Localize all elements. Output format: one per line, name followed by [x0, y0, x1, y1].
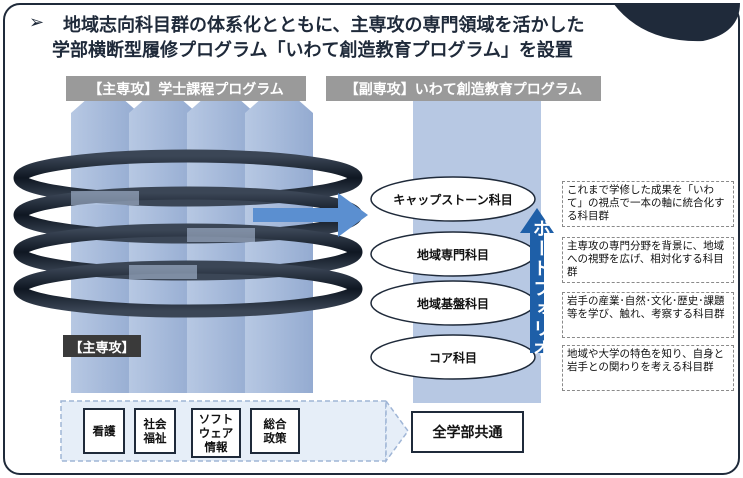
corner-arc-decoration — [613, 3, 740, 42]
portfolio-label: ポートフォリオ — [530, 219, 551, 359]
department-nursing: 看護 — [83, 408, 125, 454]
title-bullet: ➢ — [29, 12, 45, 33]
title-line-1: 地域志向科目群の体系化とともに、主専攻の専門領域を活かした — [63, 15, 585, 36]
layer-regional-specialized-label: 地域専門科目 — [416, 247, 489, 262]
layer-regional-foundation-desc: 岩手の産業･自然･文化･歴史･課題等を学び、触れ、考察する科目群 — [562, 292, 734, 338]
layer-ellipses — [370, 176, 536, 380]
diagram-canvas — [3, 3, 740, 475]
overlay-major-tag: 【主専攻】 — [63, 335, 141, 357]
column-front-overlay — [71, 191, 255, 279]
integration-arrow — [253, 193, 368, 237]
right-header: 【副専攻】いわて創造教育プログラム — [326, 76, 601, 101]
layer-core-desc: 地域や大学の特色を知り、自身と岩手との関わりを考える科目群 — [562, 345, 734, 391]
department-software-info: ソフト ウェア 情報 — [191, 408, 241, 458]
diagram-frame: ➢ 地域志向科目群の体系化とともに、主専攻の専門領域を活かした 学部横断型履修プ… — [3, 3, 740, 475]
layer-capstone-desc: これまで学修した成果を「いわて」の視点で一本の軸に統合化する科目群 — [562, 181, 734, 227]
departments-region-point — [385, 398, 409, 464]
title-line-2: 学部横断型履修プログラム「いわて創造教育プログラム」を設置 — [52, 40, 573, 61]
layer-regional-foundation-label: 地域基盤科目 — [416, 296, 489, 311]
layer-capstone-label: キャップストーン科目 — [393, 192, 513, 207]
portfolio-arrow — [520, 208, 554, 353]
layer-regional-specialized-desc: 主専攻の専門分野を背景に、地域への視野を広げ、相対化する科目群 — [562, 237, 734, 283]
outer-border — [3, 3, 740, 475]
all-faculty-common-box: 全学部共通 — [411, 411, 524, 453]
department-social-welfare: 社会 福祉 — [134, 408, 176, 454]
layer-core-label: コア科目 — [428, 350, 477, 365]
department-policy: 総合 政策 — [250, 408, 300, 454]
left-header: 【主専攻】学士課程プログラム — [66, 76, 306, 101]
